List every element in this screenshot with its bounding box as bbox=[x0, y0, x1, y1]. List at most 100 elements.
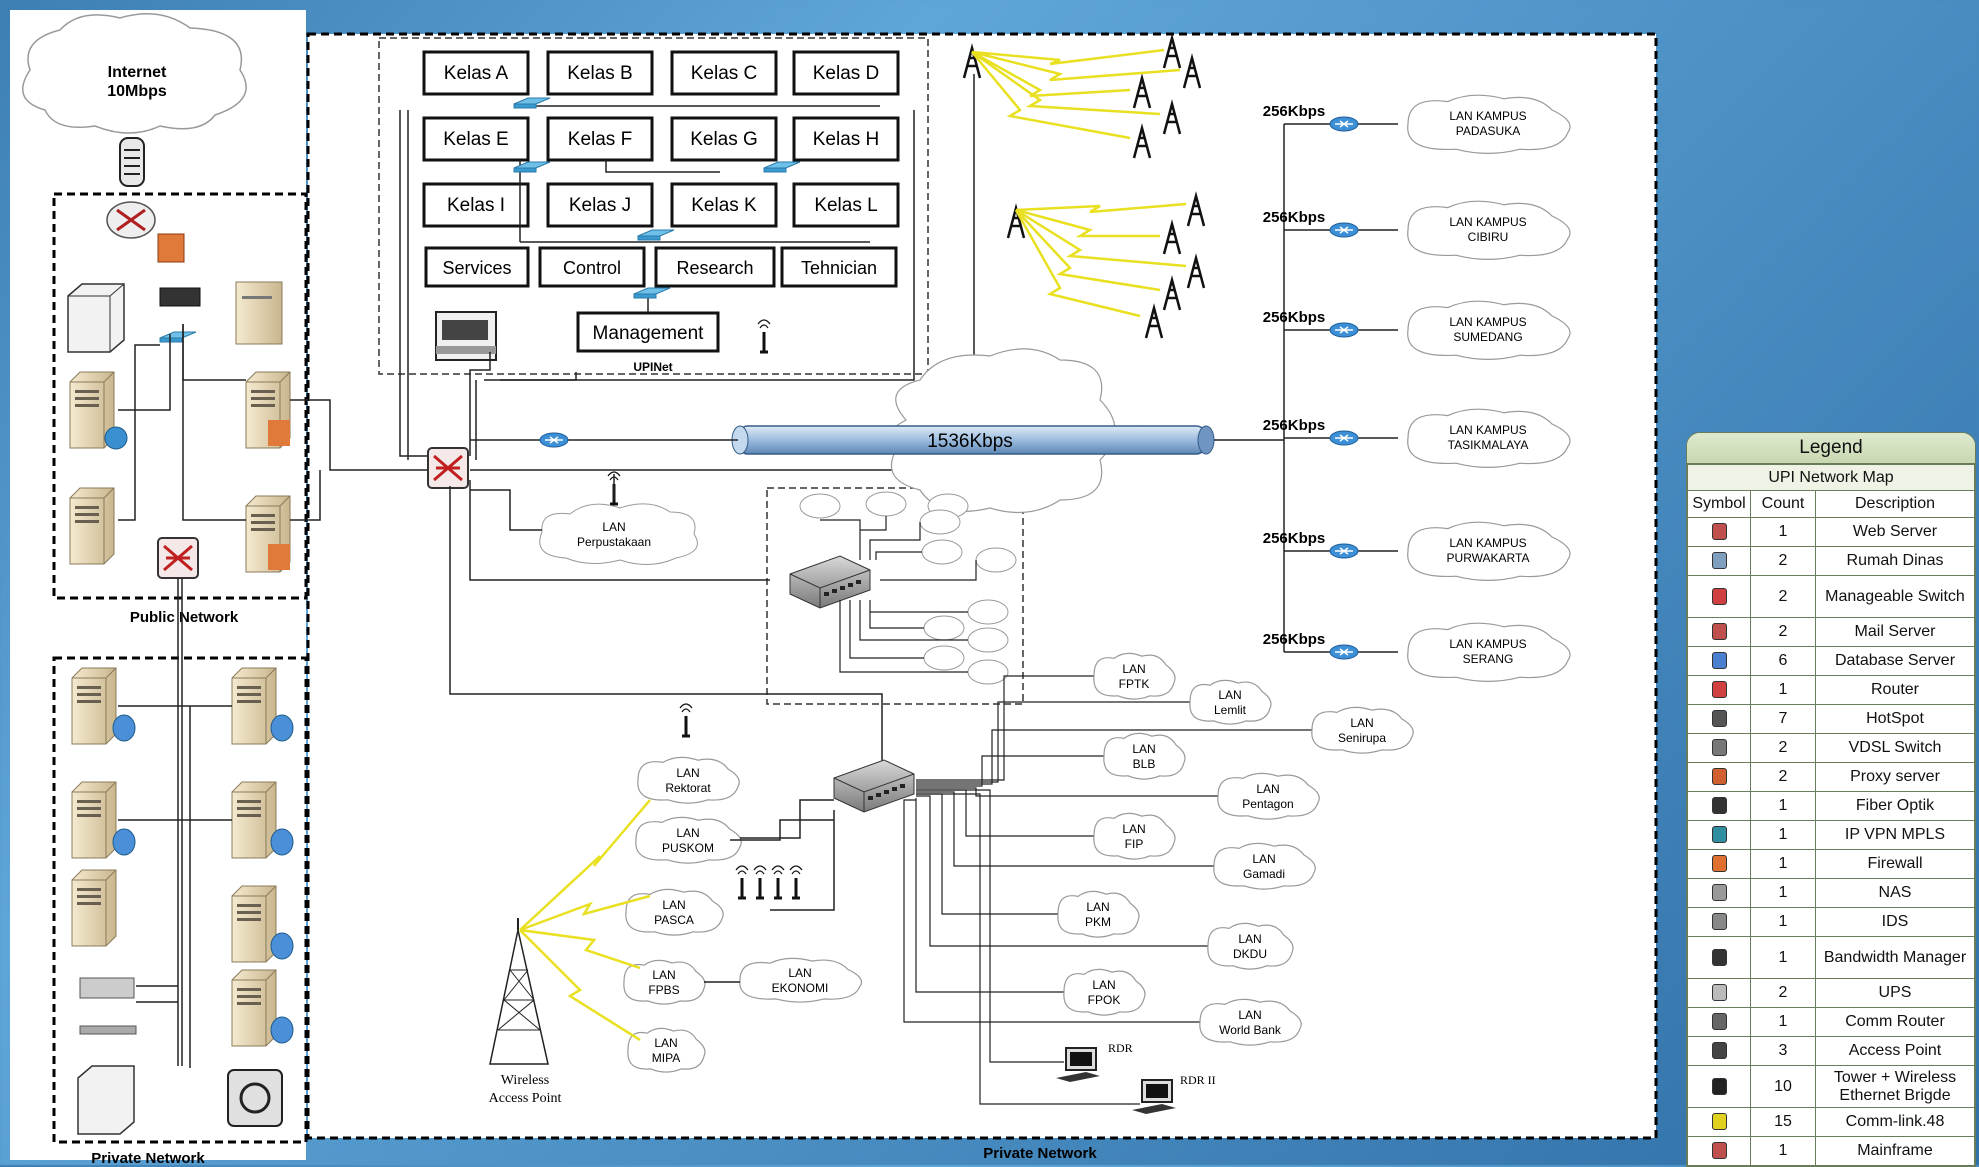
web-server-icon bbox=[1687, 517, 1751, 547]
legend-description: Proxy server bbox=[1815, 762, 1975, 792]
lan-left-l1: LAN bbox=[676, 826, 699, 840]
legend-count: 1 bbox=[1750, 791, 1816, 821]
lan-right-l1: LAN bbox=[1238, 1008, 1261, 1022]
core-manageable-switch-icon bbox=[426, 446, 470, 490]
legend-count: 2 bbox=[1750, 762, 1816, 792]
router-icon bbox=[1329, 322, 1359, 338]
campus-speed: 256Kbps bbox=[1263, 417, 1326, 434]
comm-router-icon bbox=[227, 1069, 283, 1127]
legend-count: 6 bbox=[1750, 646, 1816, 676]
legend-description: Access Point bbox=[1815, 1036, 1975, 1066]
legend-count: 7 bbox=[1750, 704, 1816, 734]
campus-lan-l2: SERANG bbox=[1463, 652, 1514, 666]
lan-left-l2: PUSKOM bbox=[662, 841, 714, 855]
router-icon bbox=[1687, 675, 1751, 705]
nas-icon bbox=[1687, 878, 1751, 908]
firewall-icon bbox=[1687, 849, 1751, 879]
upinet-label: UPINet bbox=[633, 360, 672, 374]
hotspot-icon bbox=[1687, 704, 1751, 734]
campus-lan-l2: PURWAKARTA bbox=[1447, 551, 1530, 565]
kelas-box bbox=[670, 116, 778, 162]
lan-left-l2: PASCA bbox=[654, 913, 694, 927]
lan-right-l1: LAN bbox=[1092, 978, 1115, 992]
comm-router-icon bbox=[1687, 1007, 1751, 1037]
lan-right-l2: PKM bbox=[1085, 915, 1111, 929]
lan-left-l1: LAN bbox=[676, 766, 699, 780]
kelas-label: Kelas I bbox=[447, 195, 505, 216]
lan-right-l2: Gamadi bbox=[1243, 867, 1285, 881]
unit-label: Services bbox=[442, 258, 511, 278]
legend-description: IP VPN MPLS bbox=[1815, 820, 1975, 850]
fiber-optik-icon bbox=[119, 137, 145, 187]
legend-count: 1 bbox=[1750, 849, 1816, 879]
kelas-box bbox=[546, 182, 654, 228]
proxy-server-icon bbox=[1687, 762, 1751, 792]
printer-icon bbox=[435, 311, 497, 361]
campus-lan-l1: LAN KAMPUS bbox=[1449, 215, 1526, 229]
legend-description: Bandwidth Manager bbox=[1815, 936, 1975, 979]
campus-lan-l2: CIBIRU bbox=[1468, 230, 1509, 244]
legend-description: NAS bbox=[1815, 878, 1975, 908]
legend-description: Database Server bbox=[1815, 646, 1975, 676]
legend-count: 2 bbox=[1750, 617, 1816, 647]
campus-lan-l2: TASIKMALAYA bbox=[1448, 438, 1529, 452]
lan-right-l2: World Bank bbox=[1219, 1023, 1282, 1037]
private-network-left-label: Private Network bbox=[91, 1150, 205, 1165]
legend-header-symbol: Symbol bbox=[1687, 490, 1751, 518]
legend-description: Manageable Switch bbox=[1815, 575, 1975, 618]
legend-description: HotSpot bbox=[1815, 704, 1975, 734]
mail-server-icon bbox=[235, 281, 283, 345]
nas-icon bbox=[79, 977, 135, 999]
lan-right-l1: LAN bbox=[1122, 822, 1145, 836]
unit-label: Research bbox=[676, 258, 753, 278]
campus-speed: 256Kbps bbox=[1263, 209, 1326, 226]
lan-left-l2: FPBS bbox=[648, 983, 679, 997]
ups-icon bbox=[67, 283, 125, 353]
rdr-ii-label: RDR II bbox=[1180, 1073, 1216, 1087]
legend-title: Legend bbox=[1687, 433, 1975, 464]
kelas-box bbox=[546, 50, 654, 96]
legend-description: IDS bbox=[1815, 907, 1975, 937]
legend-count: 1 bbox=[1750, 1136, 1816, 1166]
wireless-tower-icon bbox=[489, 918, 549, 1065]
lan-left-l2: Rektorat bbox=[665, 781, 711, 795]
legend-description: VDSL Switch bbox=[1815, 733, 1975, 763]
legend-count: 15 bbox=[1750, 1107, 1816, 1137]
mail-server-icon bbox=[1687, 617, 1751, 647]
tower-wireless-icon bbox=[1687, 1065, 1751, 1108]
lan-right-l2: Pentagon bbox=[1242, 797, 1293, 811]
kelas-box bbox=[546, 116, 654, 162]
legend-description: Tower + Wireless Ethernet Brigde bbox=[1815, 1065, 1975, 1108]
wap-label-2: Access Point bbox=[489, 1091, 562, 1106]
legend-description: Web Server bbox=[1815, 517, 1975, 547]
kelas-label: Kelas A bbox=[444, 63, 509, 84]
lan-right-l2: Senirupa bbox=[1338, 731, 1386, 745]
kelas-box bbox=[792, 182, 900, 228]
legend-description: UPS bbox=[1815, 978, 1975, 1008]
kelas-box bbox=[422, 116, 530, 162]
vdsl-switch-icon bbox=[1687, 733, 1751, 763]
campus-lan-l1: LAN KAMPUS bbox=[1449, 637, 1526, 651]
unit-label: Control bbox=[563, 258, 621, 278]
kelas-label: Kelas G bbox=[690, 129, 758, 150]
manageable-switch-icon bbox=[1687, 575, 1751, 618]
wap-label-1: Wireless bbox=[501, 1073, 549, 1088]
kelas-box bbox=[792, 116, 900, 162]
database-server-icon bbox=[71, 869, 117, 947]
kelas-label: Kelas B bbox=[567, 63, 632, 84]
legend-count: 2 bbox=[1750, 733, 1816, 763]
lan-clouds-left: LANRektoratLANPUSKOMLANPASCALANFPBSLANEK… bbox=[623, 756, 863, 1073]
